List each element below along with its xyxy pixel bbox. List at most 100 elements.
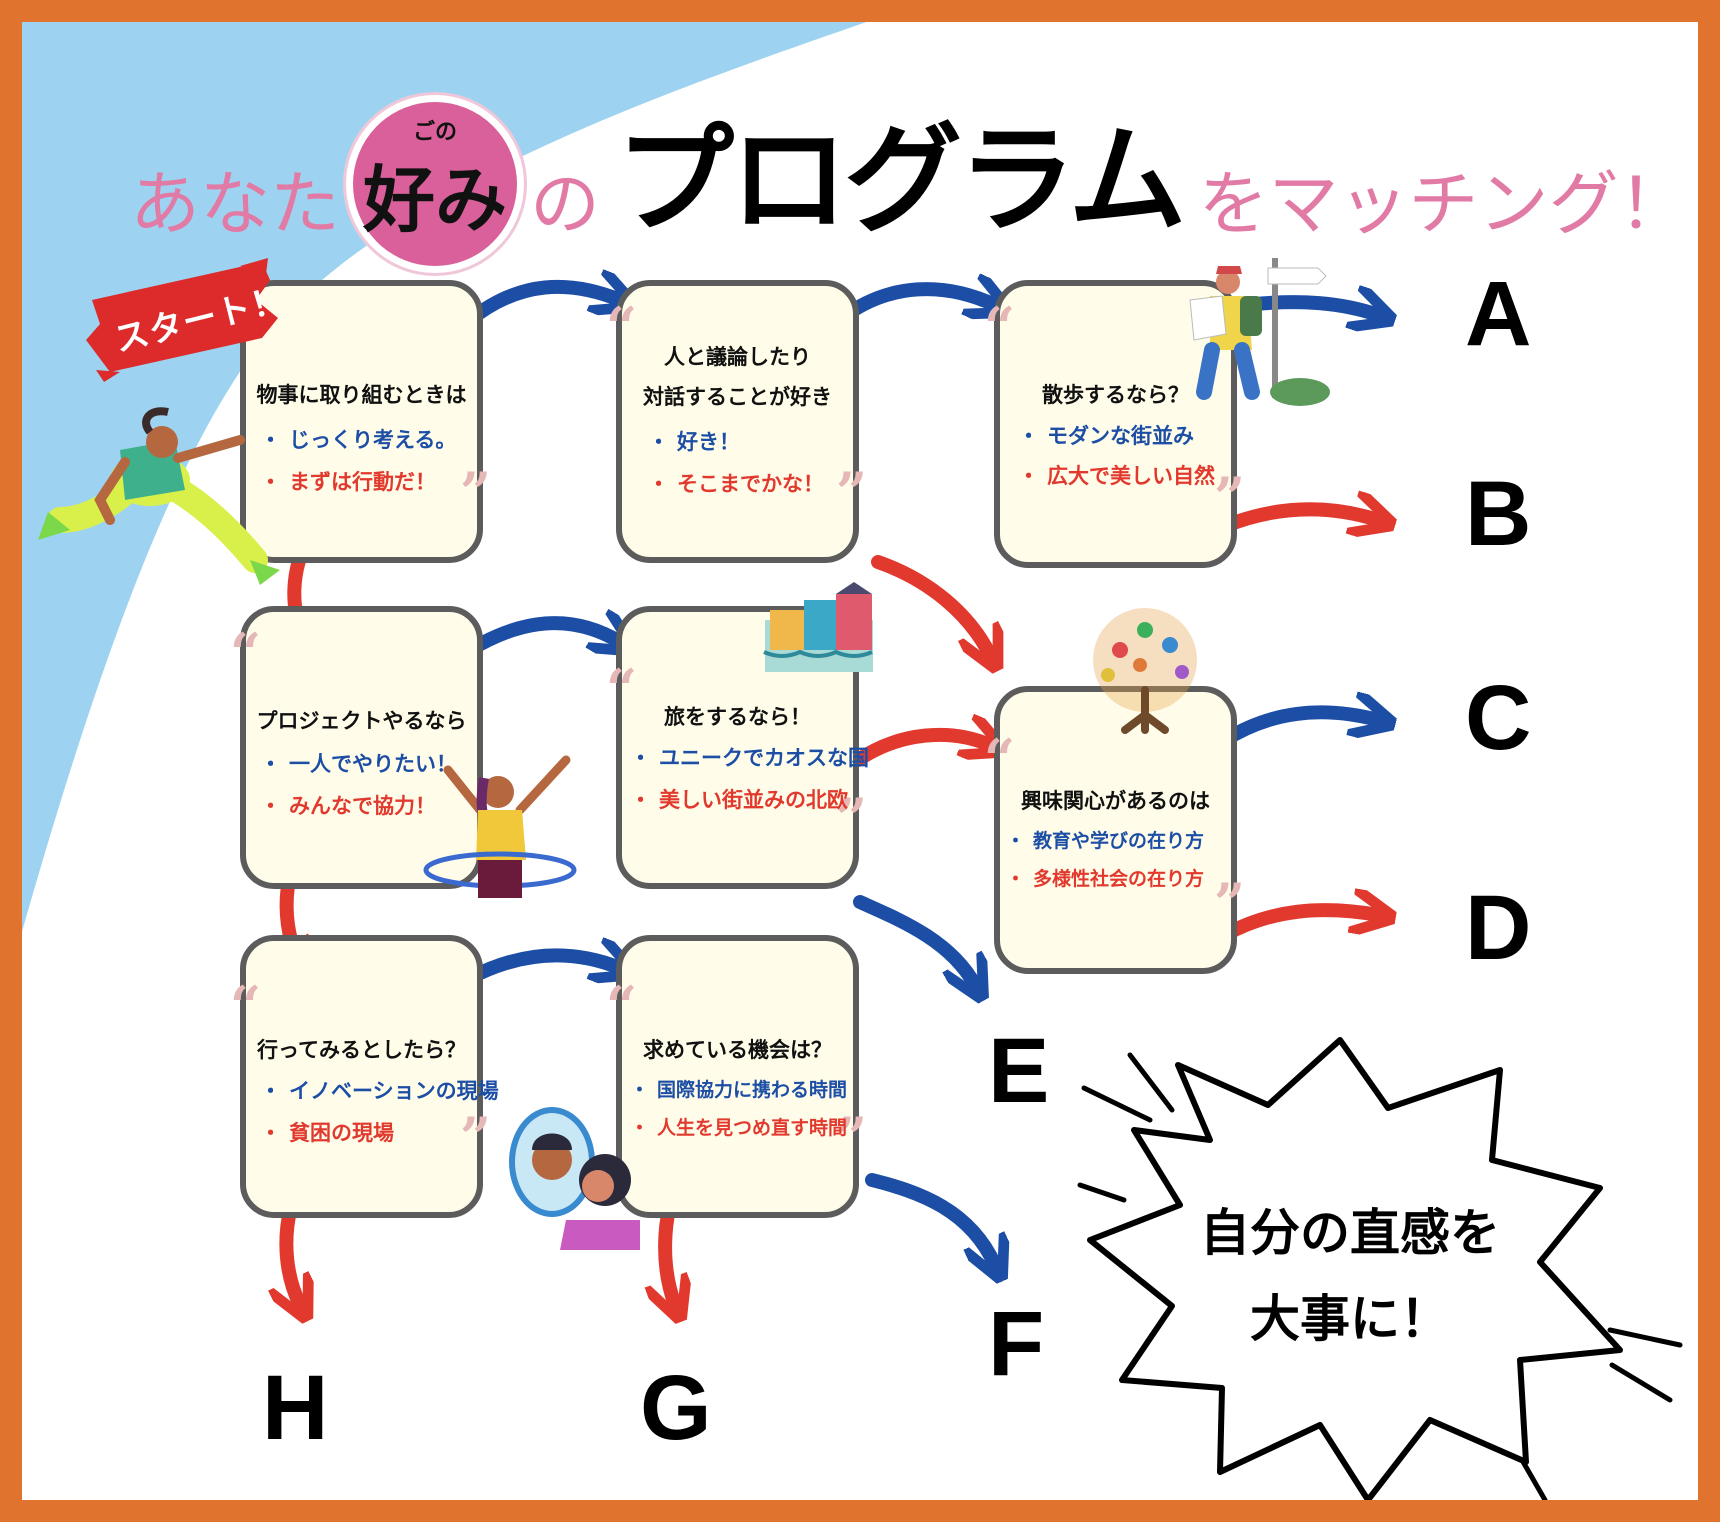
question-text-line2: 対話することが好き bbox=[643, 385, 832, 409]
option-red-label: まずは行動だ！ bbox=[289, 470, 436, 494]
goal-a: A bbox=[1465, 263, 1532, 365]
bullet: ・ bbox=[630, 746, 651, 770]
bullet: ・ bbox=[648, 472, 669, 496]
option-blue-label: じっくり考える。 bbox=[289, 428, 457, 452]
bullet: ・ bbox=[630, 788, 651, 812]
question-text: 行ってみるとしたら？ bbox=[257, 1038, 466, 1062]
close-quote: ” bbox=[1213, 465, 1245, 529]
question-text: プロジェクトやるなら bbox=[256, 709, 467, 733]
question-text: 旅をするなら！ bbox=[664, 705, 811, 729]
title-circle: ごの 好み bbox=[346, 95, 524, 273]
option-red: ・貧困の現場 bbox=[260, 1117, 394, 1147]
bullet: ・ bbox=[630, 1117, 650, 1139]
option-red: ・まずは行動だ！ bbox=[260, 466, 436, 496]
option-blue: ・一人でやりたい！ bbox=[260, 748, 457, 778]
option-blue-label: 国際協力に携わる時間 bbox=[657, 1079, 848, 1101]
title-konomi: 好み bbox=[362, 157, 507, 242]
bullet: ・ bbox=[1006, 868, 1026, 890]
question-text: 興味関心があるのは bbox=[1021, 789, 1210, 813]
question-text: 物事に取り組むときは bbox=[256, 383, 467, 407]
question-box-2: “ ” 人と議論したり 対話することが好き ・好き！ ・そこまでかな！ bbox=[606, 280, 867, 563]
option-red: ・広大で美しい自然 bbox=[1018, 460, 1215, 490]
question-box-8: “ ” 求めている機会は？ ・国際協力に携わる時間 ・人生を見つめ直す時間 bbox=[606, 935, 867, 1218]
question-text: 人と議論したり bbox=[664, 345, 811, 369]
option-red-label: そこまでかな！ bbox=[677, 472, 824, 496]
option-blue: ・教育や学びの在り方 bbox=[1006, 826, 1204, 853]
goal-d: D bbox=[1465, 877, 1532, 979]
goal-h: H bbox=[262, 1357, 329, 1459]
option-blue: ・ユニークでカオスな国 bbox=[630, 742, 869, 772]
title-part2: の bbox=[530, 163, 600, 245]
open-quote: “ bbox=[606, 657, 638, 721]
close-quote: ” bbox=[835, 1105, 867, 1169]
open-quote: “ bbox=[230, 974, 262, 1038]
option-red-label: 美しい街並みの北欧 bbox=[659, 788, 848, 812]
option-blue: ・国際協力に携わる時間 bbox=[630, 1075, 847, 1102]
option-blue-label: イノベーションの現場 bbox=[289, 1079, 499, 1103]
close-quote: ” bbox=[459, 1105, 491, 1169]
title: あなた ごの 好み の プログラム をマッチング！ bbox=[130, 95, 1689, 273]
option-blue: ・イノベーションの現場 bbox=[260, 1075, 499, 1105]
bullet: ・ bbox=[260, 428, 281, 452]
burst-line-2: 大事に！ bbox=[1250, 1290, 1450, 1348]
option-blue: ・好き！ bbox=[648, 426, 740, 456]
option-blue-label: ユニークでカオスな国 bbox=[659, 746, 869, 770]
goal-f: F bbox=[988, 1293, 1045, 1395]
bullet: ・ bbox=[260, 470, 281, 494]
bullet: ・ bbox=[648, 430, 669, 454]
goal-b: B bbox=[1465, 463, 1532, 565]
close-quote: ” bbox=[835, 786, 867, 850]
bullet: ・ bbox=[260, 1121, 281, 1145]
bullet: ・ bbox=[1018, 464, 1039, 488]
goal-e: E bbox=[988, 1020, 1050, 1122]
option-blue: ・じっくり考える。 bbox=[260, 424, 456, 454]
question-box-5: “ ” 旅をするなら！ ・ユニークでカオスな国 ・美しい街並みの北欧 bbox=[606, 606, 869, 889]
bullet: ・ bbox=[260, 794, 281, 818]
title-part1: あなた bbox=[130, 163, 340, 245]
question-text: 求めている機会は？ bbox=[643, 1038, 832, 1062]
question-box-1: “ ” 物事に取り組むときは ・じっくり考える。 ・まずは行動だ！ bbox=[230, 280, 491, 563]
question-box-7: “ ” 行ってみるとしたら？ ・イノベーションの現場 ・貧困の現場 bbox=[230, 935, 499, 1218]
question-text: 散歩するなら？ bbox=[1042, 383, 1189, 407]
option-red-label: 人生を見つめ直す時間 bbox=[657, 1117, 848, 1139]
title-ruby: ごの bbox=[412, 120, 457, 145]
title-part3: をマッチング！ bbox=[1198, 163, 1689, 245]
bullet: ・ bbox=[260, 752, 281, 776]
option-blue-label: 一人でやりたい！ bbox=[289, 752, 457, 776]
title-main: プログラム bbox=[616, 111, 1186, 249]
open-quote: “ bbox=[606, 974, 638, 1038]
option-red: ・多様性社会の在り方 bbox=[1006, 864, 1204, 891]
option-blue-label: モダンな街並み bbox=[1047, 424, 1194, 448]
open-quote: “ bbox=[984, 727, 1016, 791]
close-quote: ” bbox=[835, 460, 867, 524]
close-quote: ” bbox=[1213, 871, 1245, 935]
option-blue: ・モダンな街並み bbox=[1018, 420, 1194, 450]
bullet: ・ bbox=[630, 1079, 650, 1101]
option-blue-label: 教育や学びの在り方 bbox=[1033, 830, 1205, 852]
option-red: ・みんなで協力！ bbox=[260, 790, 436, 820]
open-quote: “ bbox=[230, 621, 262, 685]
option-red: ・美しい街並みの北欧 bbox=[630, 784, 848, 814]
option-red: ・そこまでかな！ bbox=[648, 468, 824, 498]
bullet: ・ bbox=[260, 1079, 281, 1103]
open-quote: “ bbox=[984, 295, 1016, 359]
sky-shape bbox=[0, 0, 930, 1010]
question-box-6: “ ” 興味関心があるのは ・教育や学びの在り方 ・多様性社会の在り方 bbox=[984, 686, 1245, 974]
option-red-label: 貧困の現場 bbox=[289, 1121, 394, 1145]
question-box-4: “ プロジェクトやるなら ・一人でやりたい！ ・みんなで協力！ bbox=[230, 606, 483, 889]
option-red-label: 多様性社会の在り方 bbox=[1033, 868, 1205, 890]
option-red: ・人生を見つめ直す時間 bbox=[630, 1113, 847, 1140]
question-box-3: “ ” 散歩するなら？ ・モダンな街並み ・広大で美しい自然 bbox=[984, 280, 1245, 568]
goal-c: C bbox=[1465, 667, 1532, 769]
option-red-label: みんなで協力！ bbox=[289, 794, 436, 818]
burst-line-1: 自分の直感を bbox=[1200, 1204, 1500, 1262]
close-quote: ” bbox=[459, 460, 491, 524]
burst-text: 自分の直感を 大事に！ bbox=[1170, 1190, 1530, 1362]
option-red-label: 広大で美しい自然 bbox=[1047, 464, 1215, 488]
option-blue-label: 好き！ bbox=[677, 430, 740, 454]
bullet: ・ bbox=[1006, 830, 1026, 852]
goal-g: G bbox=[640, 1357, 712, 1459]
bullet: ・ bbox=[1018, 424, 1039, 448]
